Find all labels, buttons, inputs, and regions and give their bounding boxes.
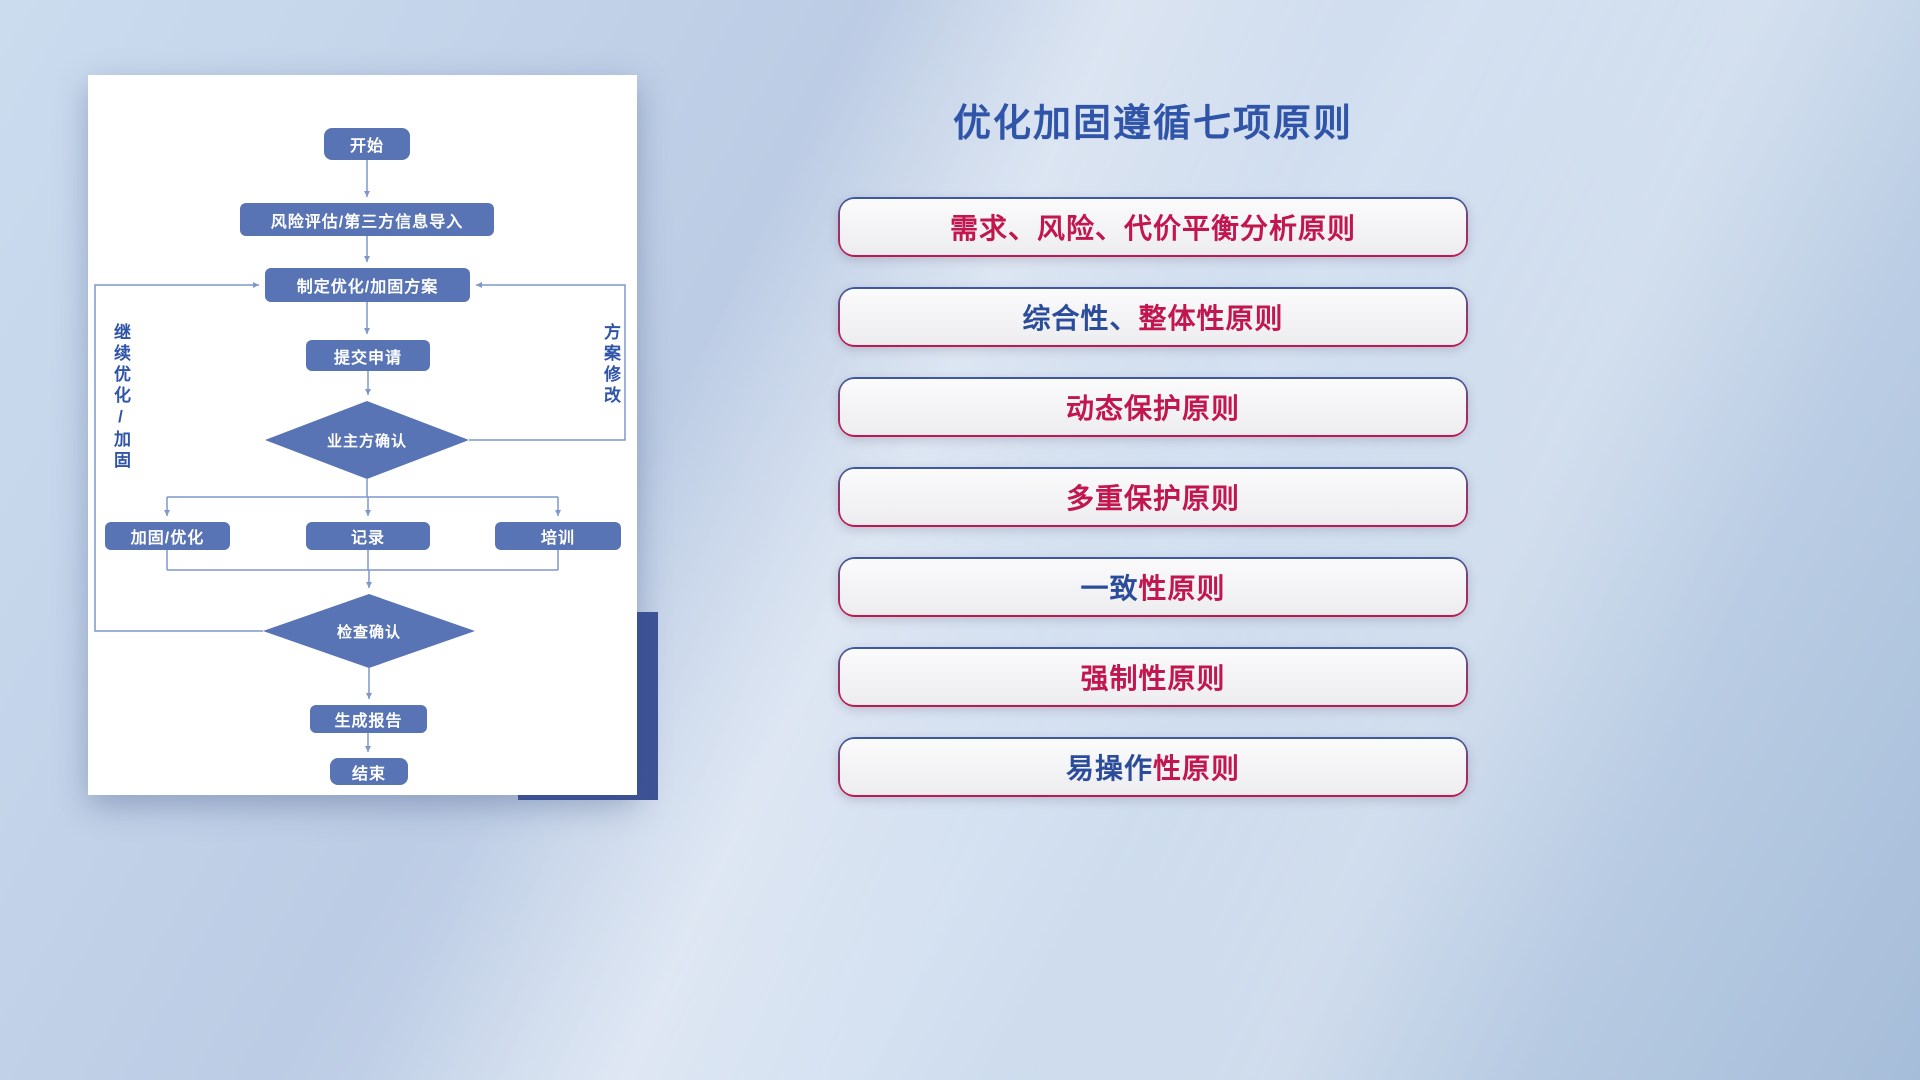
- principle-text-segment: 易操作: [1065, 753, 1153, 784]
- flow-node-start: 开始: [324, 128, 410, 160]
- principle-label: 多重保护原则: [840, 469, 1466, 525]
- principle-text-segment: 整体性原则: [1138, 303, 1284, 334]
- principles-list: 需求、风险、代价平衡分析原则综合性、整体性原则动态保护原则多重保护原则一致性原则…: [838, 197, 1468, 797]
- flow-node-risk-import: 风险评估/第三方信息导入: [240, 203, 494, 236]
- principle-text-segment: 性原则: [1153, 753, 1241, 784]
- principle-label: 一致性原则: [840, 559, 1466, 615]
- principle-text-segment: 动态保护原则: [1065, 393, 1240, 424]
- principle-label: 易操作性原则: [840, 739, 1466, 795]
- principle-pill: 动态保护原则: [838, 377, 1468, 437]
- principle-text-segment: 需求、风险、代价平衡分析原则: [949, 213, 1356, 244]
- principle-label: 综合性、整体性原则: [840, 289, 1466, 345]
- principle-text-segment: 综合性、: [1022, 303, 1139, 334]
- principle-pill: 一致性原则: [838, 557, 1468, 617]
- principle-text-segment: 一致: [1080, 573, 1139, 604]
- loop-label-continue-optimize: 继续优化/加固: [111, 323, 130, 472]
- page-title: 优化加固遵循七项原则: [952, 103, 1353, 145]
- principle-label: 动态保护原则: [840, 379, 1466, 435]
- flow-node-training: 培训: [495, 522, 621, 550]
- flow-node-record: 记录: [306, 522, 430, 550]
- loop-label-plan-modify: 方案修改: [601, 323, 620, 407]
- principle-text-segment: 强制性原则: [1080, 663, 1226, 694]
- flow-connectors: [94, 160, 626, 752]
- principle-text-segment: 性原则: [1138, 573, 1226, 604]
- principle-label: 需求、风险、代价平衡分析原则: [840, 199, 1466, 255]
- flow-node-reinforce-optimize: 加固/优化: [105, 522, 230, 550]
- principle-pill: 易操作性原则: [838, 737, 1468, 797]
- principle-label: 强制性原则: [840, 649, 1466, 705]
- flow-node-end: 结束: [330, 758, 408, 785]
- principle-text-segment: 多重保护原则: [1065, 483, 1240, 514]
- principle-pill: 多重保护原则: [838, 467, 1468, 527]
- principle-pill: 综合性、整体性原则: [838, 287, 1468, 347]
- principle-pill: 强制性原则: [838, 647, 1468, 707]
- flow-node-generate-report: 生成报告: [310, 705, 427, 733]
- principle-pill: 需求、风险、代价平衡分析原则: [838, 197, 1468, 257]
- flow-node-make-plan: 制定优化/加固方案: [265, 268, 470, 302]
- flow-node-submit-request: 提交申请: [306, 340, 430, 371]
- flowchart-card: 开始 风险评估/第三方信息导入 制定优化/加固方案 提交申请 业主方确认 加固/…: [88, 75, 637, 795]
